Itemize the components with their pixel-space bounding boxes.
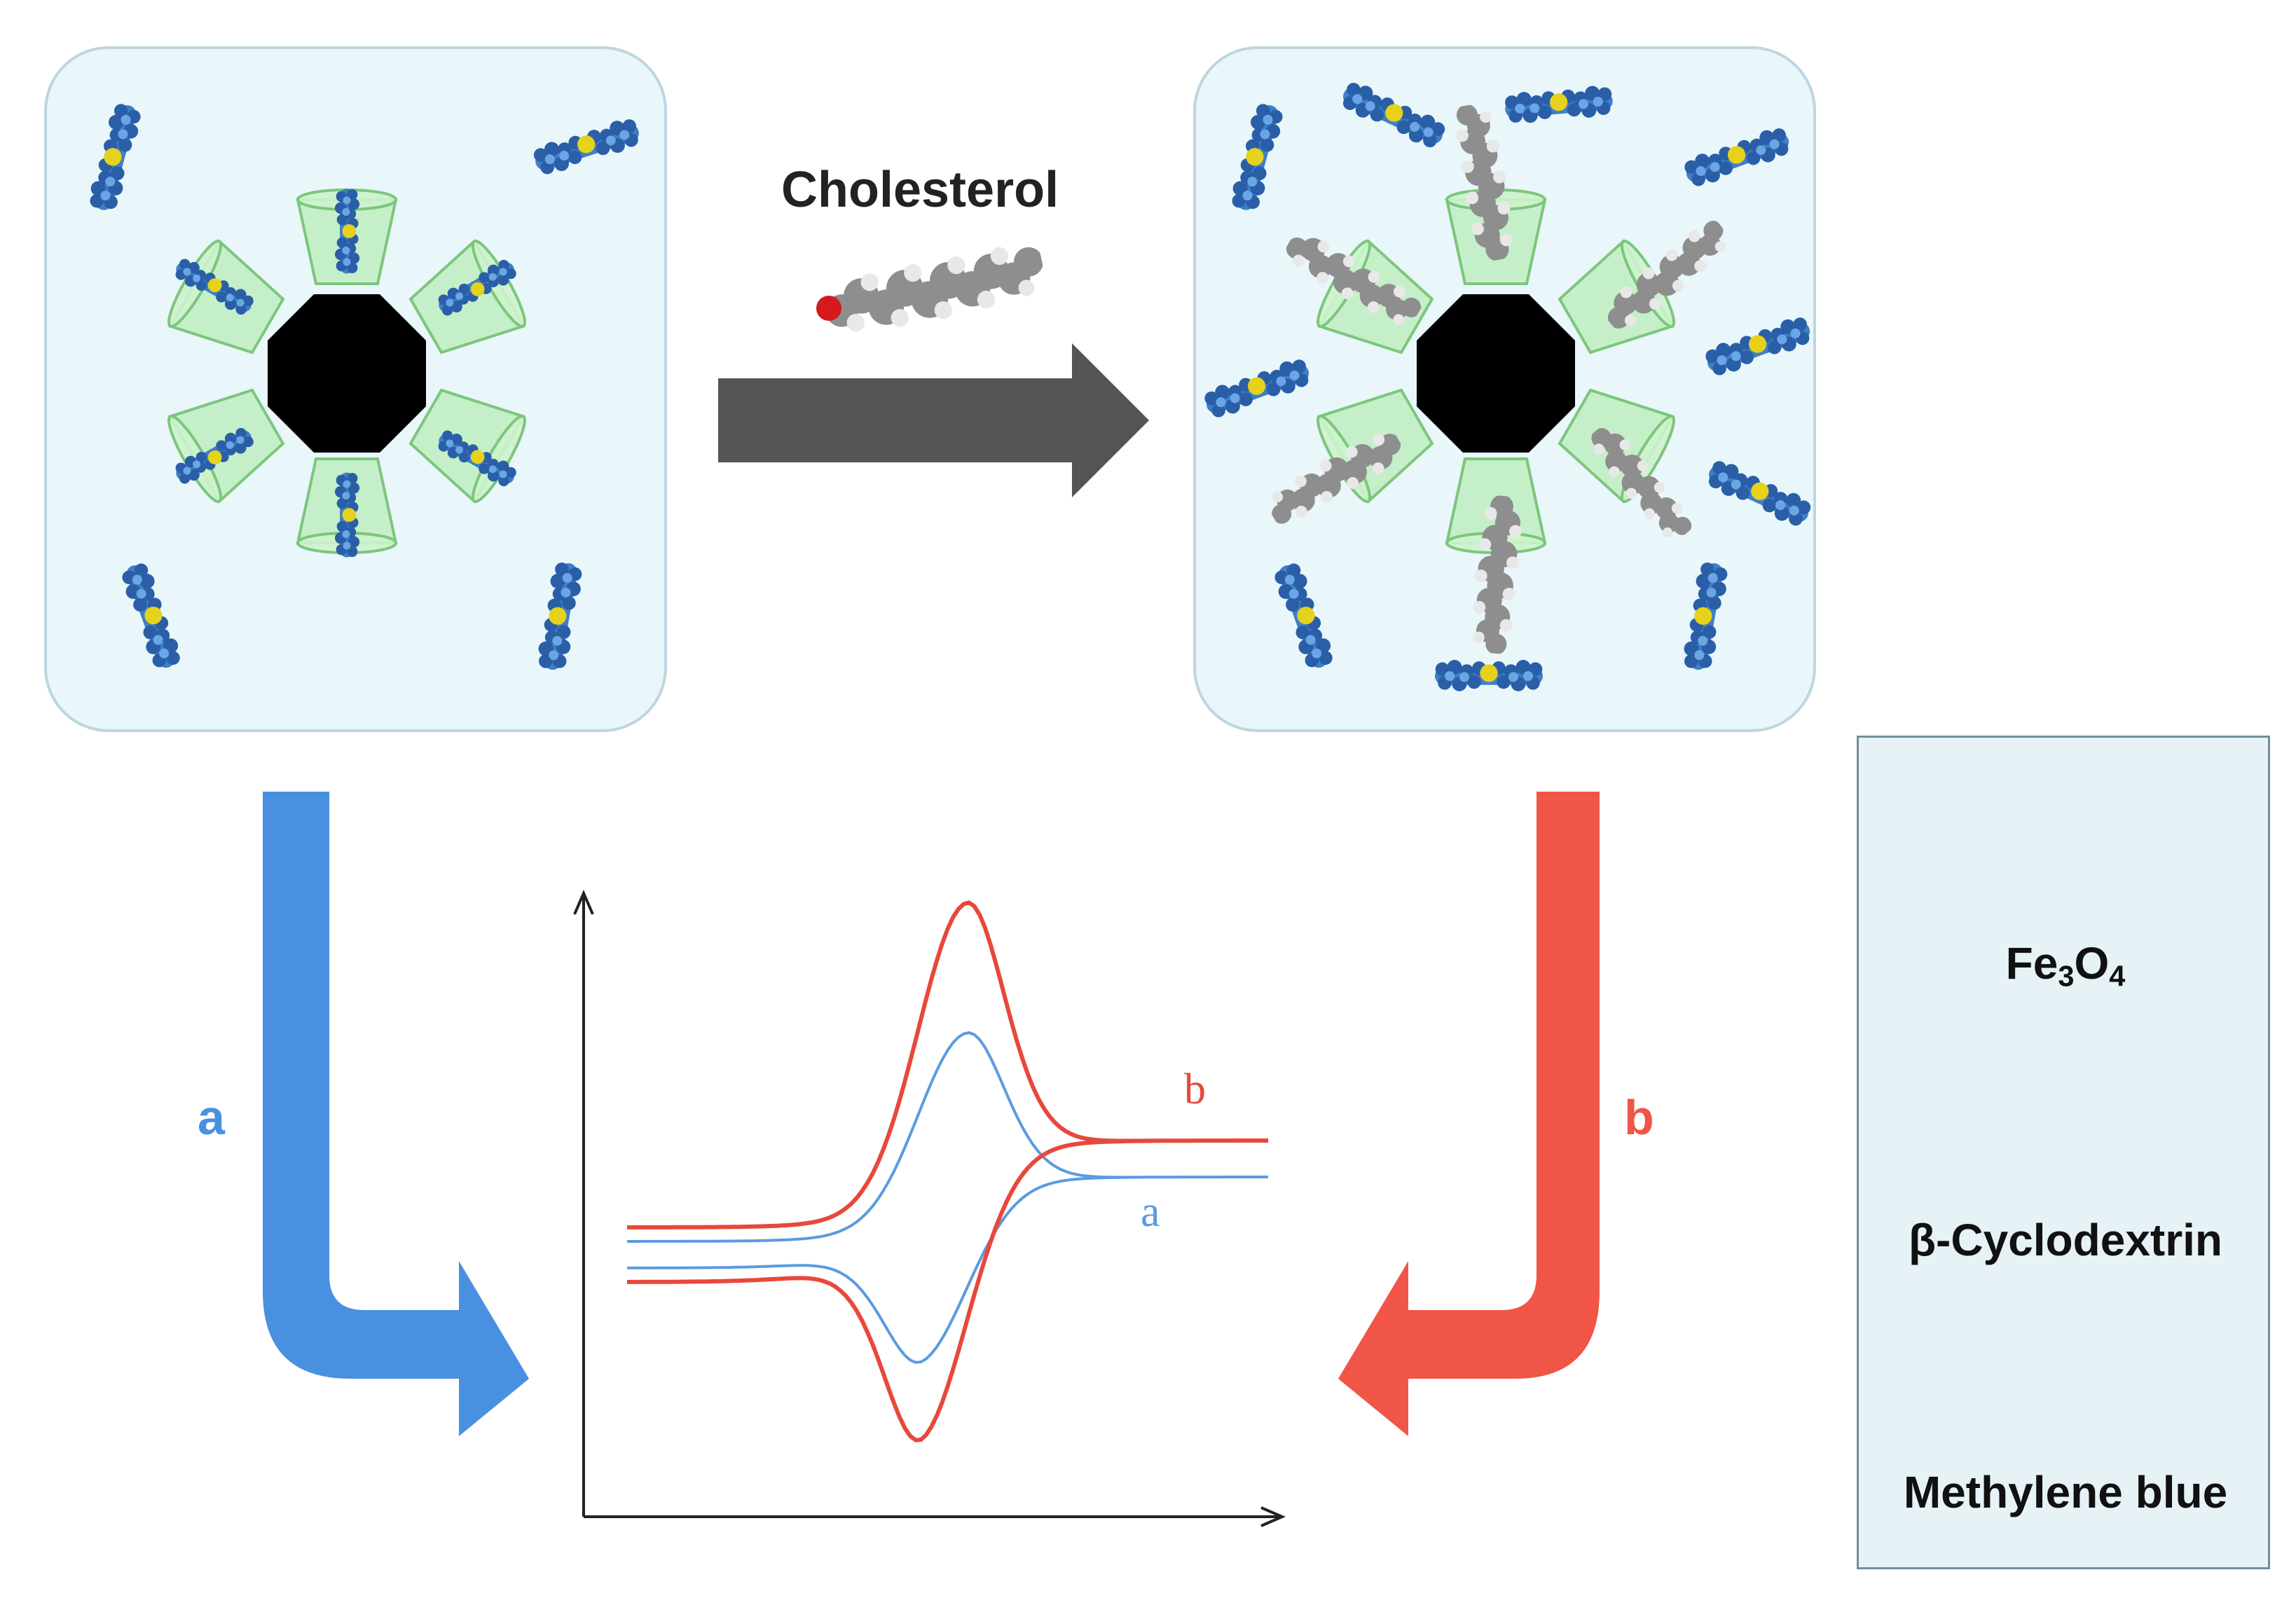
panel-before-binding [44, 46, 667, 732]
process-arrow [718, 343, 1149, 497]
arrow-b-label: b [1624, 1090, 1654, 1145]
fe3o4-core [268, 294, 426, 453]
arrow-a [263, 792, 529, 1436]
cholesterol-molecule [816, 237, 1050, 343]
curve-a-label: a [1141, 1188, 1160, 1236]
cv-curve-a [627, 1031, 1268, 1364]
legend-fe3o4-label: Fe3O4 [2005, 938, 2126, 993]
cv-plot-axes [573, 889, 1286, 1527]
arrow-b [1338, 792, 1600, 1436]
legend-methylene-blue-label: Methylene blue [1903, 1467, 2228, 1517]
fe3o4-core [1417, 294, 1575, 453]
panel-after-binding [1193, 46, 1816, 732]
arrow-a-label: a [198, 1090, 225, 1145]
reagent-label: Cholesterol [781, 162, 1059, 218]
legend-cyclodextrin-label: β-Cyclodextrin [1908, 1215, 2223, 1265]
cv-curve-b [626, 900, 1268, 1442]
legend-box: Fe3O4 β-Cyclodextrin Methylene blue [1857, 736, 2270, 1569]
curve-b-label: b [1184, 1066, 1206, 1113]
